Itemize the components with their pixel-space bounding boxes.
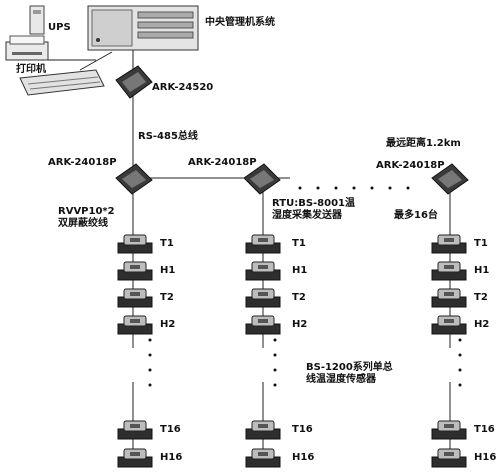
sensor-icon (117, 420, 153, 440)
sensor-label: H2 (292, 319, 308, 330)
sensor-label: T16 (160, 424, 181, 435)
sensor-label: H2 (160, 319, 176, 330)
sensor-icon (431, 448, 467, 468)
sensor-label: T2 (160, 292, 174, 303)
sensor-label: T1 (474, 238, 488, 249)
sensor-icon (245, 288, 281, 308)
cable-spec-line1: RVVP10*2 (58, 206, 115, 217)
sensor-icon (431, 288, 467, 308)
sensor-label: H16 (292, 452, 315, 463)
sensor-label: H1 (160, 265, 176, 276)
bus-label: RS-485总线 (138, 131, 198, 142)
keyboard-cable (79, 51, 113, 71)
sensor-ellipsis-dots (148, 338, 462, 387)
sensor-label: T2 (292, 292, 306, 303)
sensor-label: T2 (474, 292, 488, 303)
max-distance-label: 最远距离1.2km (386, 138, 461, 149)
converter-module-icon (115, 65, 153, 99)
sensor-icon (117, 261, 153, 281)
sensor-label: T16 (292, 424, 313, 435)
sensor-label: H16 (474, 452, 497, 463)
sensor-label: H1 (292, 265, 308, 276)
sensor-icon (245, 420, 281, 440)
module-label-1: ARK-24018P (48, 157, 117, 168)
sensor-note-line2: 线温湿度传感器 (306, 374, 376, 385)
bus-continuation-dots (298, 186, 410, 190)
server-icon (87, 5, 199, 51)
sensor-icon (117, 234, 153, 254)
ups-label: UPS (48, 22, 71, 33)
sensor-icon (245, 448, 281, 468)
sensor-label: H2 (474, 319, 490, 330)
sensor-label: T1 (160, 238, 174, 249)
module-icon-1 (115, 163, 153, 195)
module-icon-3 (431, 163, 469, 195)
ups-icon (29, 5, 45, 35)
sensor-icon (245, 315, 281, 335)
sensor-label: H1 (474, 265, 490, 276)
rtu-label-line2: 湿度采集发送器 (272, 210, 342, 221)
sensor-icon (117, 288, 153, 308)
sensor-label: H16 (160, 452, 183, 463)
sensor-icon (117, 315, 153, 335)
sensor-icon (431, 234, 467, 254)
sensor-icon (431, 315, 467, 335)
sensor-icon (431, 261, 467, 281)
module-label-3: ARK-24018P (376, 160, 445, 171)
rtu-label-line1: RTU:BS-8001温 (272, 198, 355, 209)
sensor-icon (117, 448, 153, 468)
converter-label: ARK-24520 (152, 82, 214, 93)
cable-spec-line2: 双屏蔽绞线 (58, 218, 108, 229)
system-title: 中央管理机系统 (205, 17, 275, 28)
printer-label: 打印机 (16, 64, 46, 75)
sensor-group (117, 234, 467, 468)
keyboard-icon (19, 69, 105, 96)
sensor-icon (431, 420, 467, 440)
sensor-label: T16 (474, 424, 495, 435)
module-label-2: ARK-24018P (188, 157, 257, 168)
sensor-icon (245, 234, 281, 254)
module-icon-2 (243, 163, 281, 195)
sensor-icon (245, 261, 281, 281)
printer-icon (5, 35, 49, 61)
sensor-label: T1 (292, 238, 306, 249)
sensor-note-line1: BS-1200系列单总 (306, 362, 393, 373)
max-count-label: 最多16台 (394, 210, 438, 221)
